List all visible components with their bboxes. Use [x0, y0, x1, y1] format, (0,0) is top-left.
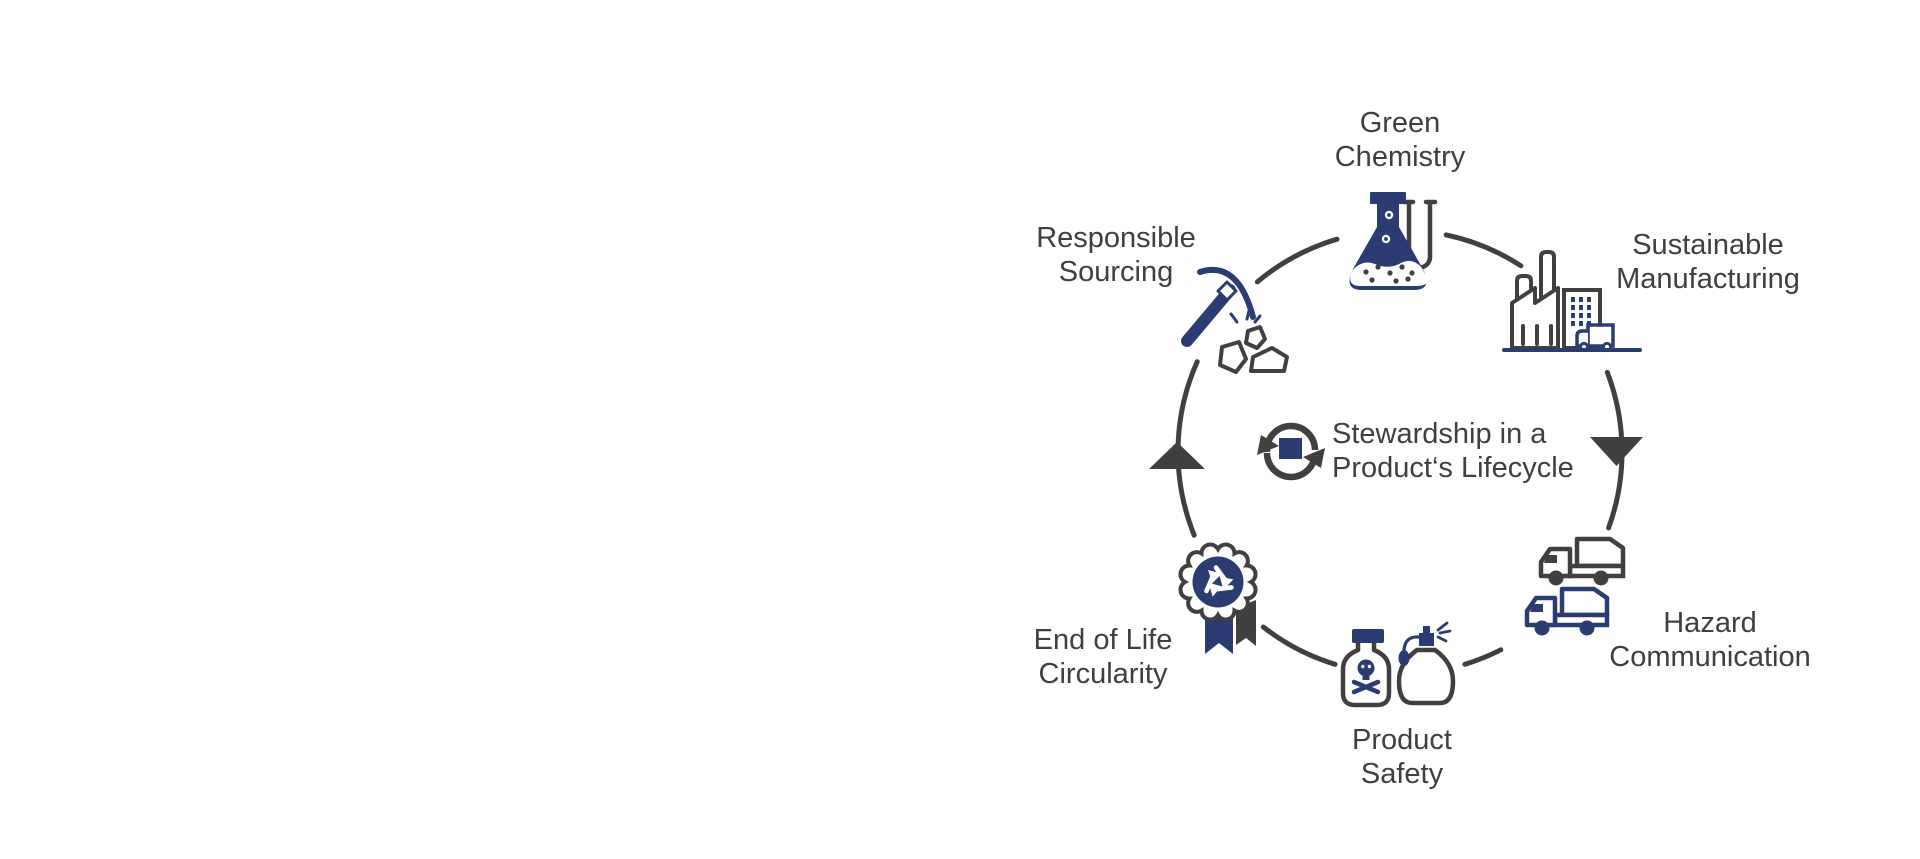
label-line: Circularity — [1038, 658, 1168, 690]
up-arrow-icon — [1149, 442, 1205, 469]
label-line: Safety — [1360, 758, 1444, 790]
label-sustainable-manufacturing: Sustainable Manufacturing — [1616, 228, 1800, 296]
label-end-of-life-circularity: End of Life Circularity — [1034, 623, 1173, 691]
label-line: End of Life — [1033, 624, 1173, 656]
label-line: Manufacturing — [1616, 263, 1800, 295]
down-arrow-icon — [1590, 437, 1643, 466]
flask-icon — [1349, 192, 1438, 290]
lifecycle-circle — [1149, 232, 1643, 667]
label-green-chemistry: Green Chemistry — [1335, 106, 1466, 174]
sync-cycle-arrows-icon — [1257, 422, 1325, 481]
label-line: Hazard — [1663, 607, 1757, 639]
label-line: Sustainable — [1632, 229, 1784, 261]
label-line: Green — [1359, 107, 1441, 139]
label-line: Sourcing — [1058, 256, 1174, 288]
recycle-award-badge-icon — [1178, 542, 1258, 654]
pickaxe-mining-icon — [1181, 266, 1289, 374]
center-title-line: Product‘s Lifecycle — [1332, 452, 1574, 484]
label-line: Communication — [1609, 641, 1811, 673]
label-responsible-sourcing: Responsible Sourcing — [1036, 221, 1196, 289]
circle-arc — [1260, 624, 1338, 667]
center-title-line: Stewardship in a — [1332, 418, 1547, 450]
label-line: Product — [1352, 724, 1452, 756]
label-line: Responsible — [1036, 222, 1196, 254]
label-product-safety: Product Safety — [1352, 723, 1452, 791]
poison-and-spray-bottle-icon — [1340, 621, 1456, 708]
circle-arc — [1462, 647, 1504, 667]
label-hazard-communication: Hazard Communication — [1609, 606, 1810, 674]
center-title: Stewardship in a Product‘s Lifecycle — [1332, 417, 1574, 485]
factory-truck-icon — [1502, 250, 1642, 353]
label-line: Chemistry — [1334, 141, 1466, 173]
circle-arc — [1254, 236, 1340, 285]
circle-arc — [1443, 232, 1524, 269]
delivery-trucks-icon — [1524, 536, 1626, 636]
